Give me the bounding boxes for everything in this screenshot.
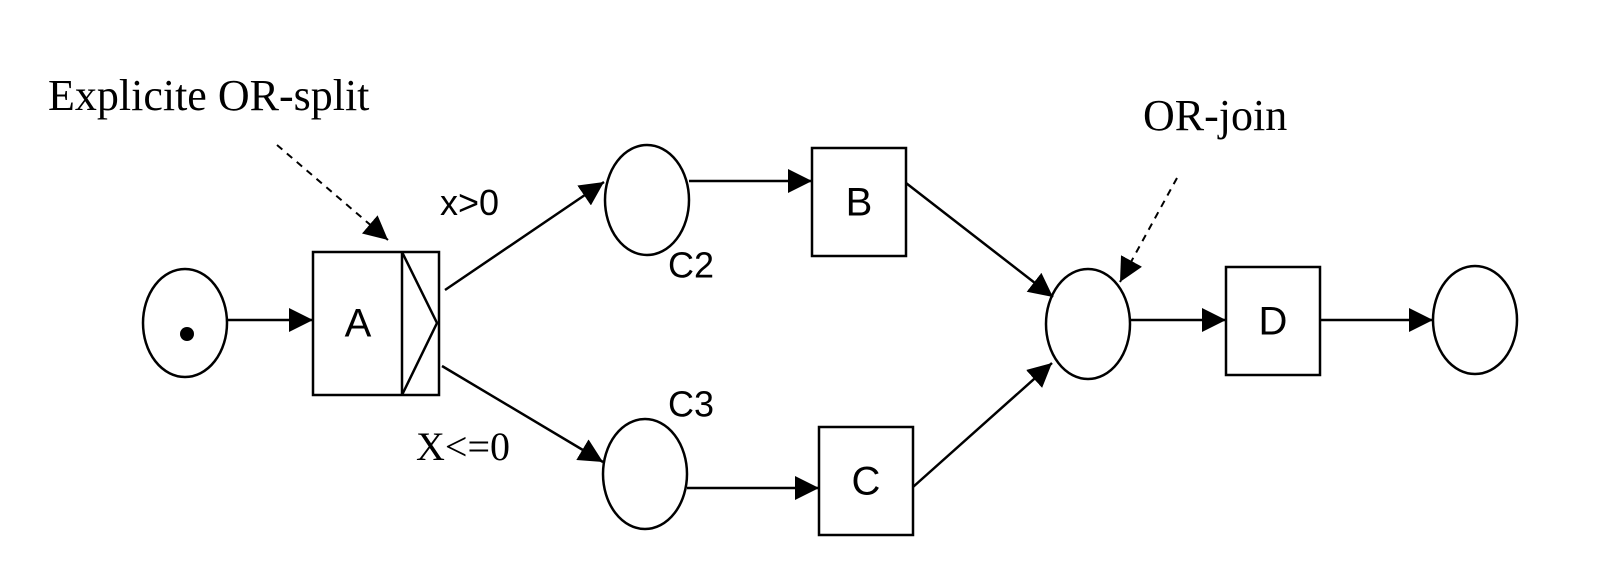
place-c2-label: C2 bbox=[668, 245, 714, 286]
arc-c-to-join bbox=[912, 362, 1053, 488]
transition-a bbox=[311, 250, 441, 397]
or-split-annotation: Explicite OR-split bbox=[48, 71, 369, 120]
transition-b-label: B bbox=[846, 181, 873, 225]
or-split-chevron bbox=[400, 251, 439, 396]
transition-b bbox=[810, 146, 908, 258]
arc-a-to-c3 bbox=[441, 364, 604, 464]
transition-c bbox=[817, 425, 915, 537]
transition-c-label: C bbox=[852, 460, 881, 504]
transition-d-label: D bbox=[1259, 300, 1288, 344]
place-c3 bbox=[601, 417, 689, 531]
condition-upper: x>0 bbox=[440, 182, 499, 223]
or-join-annotation: OR-join bbox=[1143, 91, 1287, 140]
condition-lower: X<=0 bbox=[416, 424, 510, 469]
arc-a-to-c2 bbox=[444, 180, 605, 292]
place-c2 bbox=[603, 143, 691, 257]
transition-a-label: A bbox=[345, 302, 372, 346]
end-place bbox=[1431, 264, 1519, 376]
join-place bbox=[1044, 267, 1132, 381]
token bbox=[180, 327, 194, 341]
start-place bbox=[141, 267, 229, 379]
place-c3-label: C3 bbox=[668, 384, 714, 425]
or-split-pointer bbox=[276, 144, 389, 241]
or-join-pointer bbox=[1119, 177, 1178, 283]
arc-b-to-join bbox=[905, 182, 1054, 298]
